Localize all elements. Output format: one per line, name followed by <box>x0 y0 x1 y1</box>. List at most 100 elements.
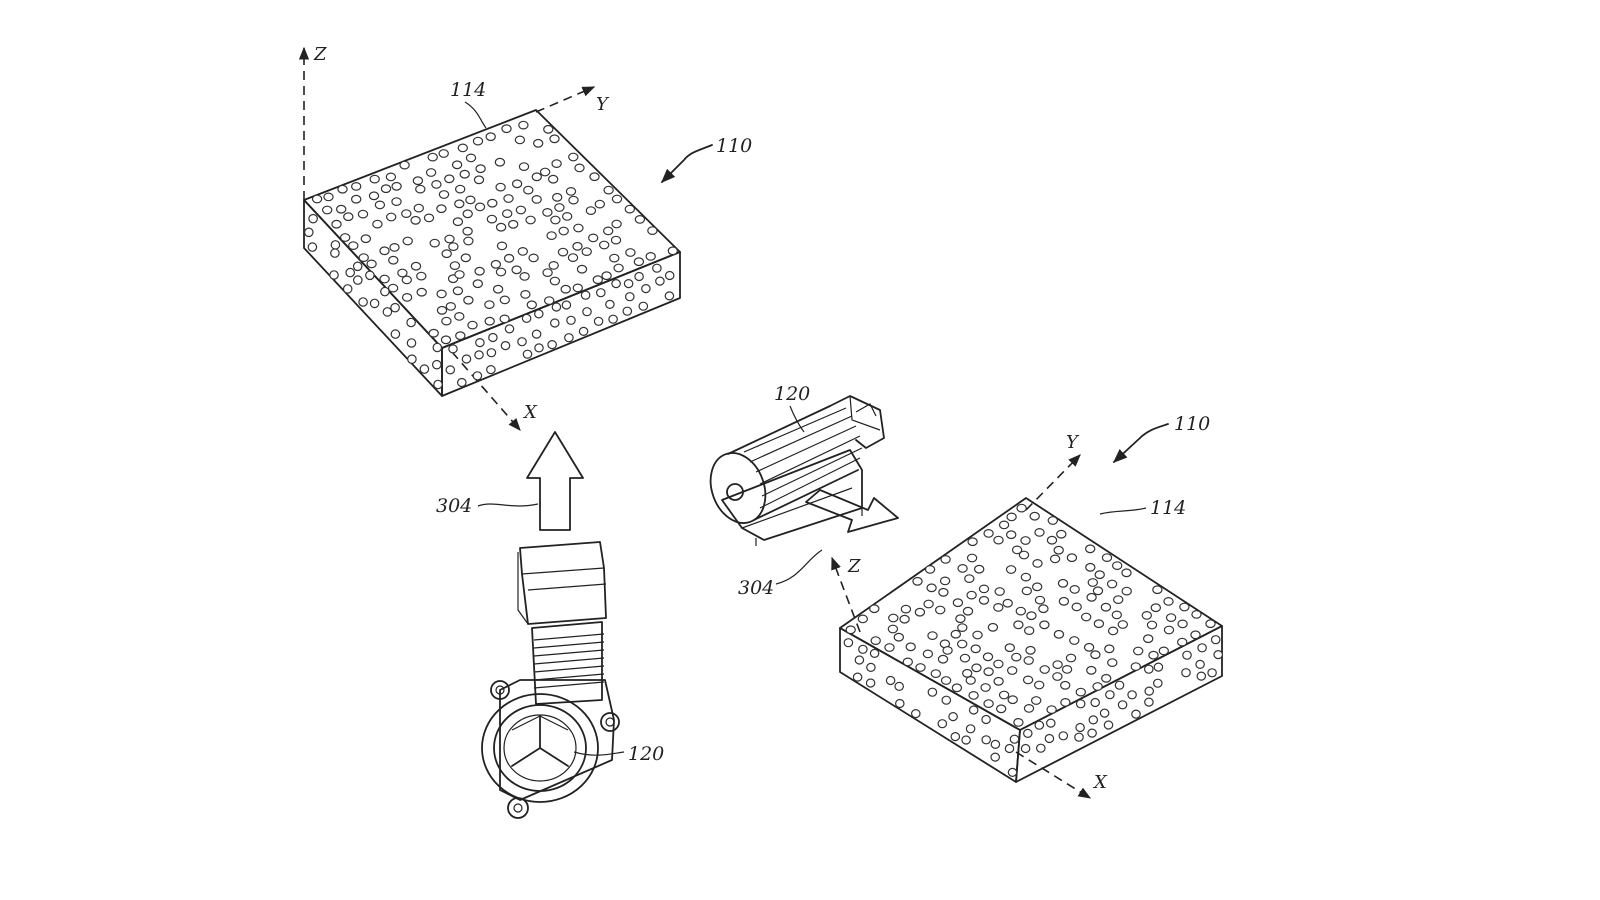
crossflow-fan: 120 304 <box>709 383 899 599</box>
mount-ear-right <box>600 712 620 732</box>
perforation-hole <box>351 194 362 204</box>
perforation-hole <box>1006 512 1017 522</box>
perforation-hole <box>539 167 551 177</box>
perforation-hole <box>1158 646 1170 656</box>
perforation-hole <box>343 212 354 222</box>
perforation-hole <box>1101 553 1113 562</box>
perforation-hole <box>937 654 949 664</box>
perforation-hole <box>351 181 362 191</box>
perforation-hole <box>974 564 985 574</box>
perforation-hole <box>1058 731 1069 741</box>
perforation-hole <box>1026 611 1037 621</box>
perforation-hole <box>331 219 342 229</box>
perforation-hole <box>1052 660 1063 669</box>
perforation-hole <box>599 240 610 250</box>
perforation-hole <box>1013 620 1024 630</box>
perforation-hole <box>858 644 868 654</box>
perforation-hole <box>603 226 614 236</box>
perforation-hole <box>950 629 962 639</box>
perforation-hole <box>1033 680 1045 690</box>
perforation-hole <box>486 348 497 358</box>
perforation-hole <box>521 313 532 323</box>
perforation-hole <box>1053 629 1065 639</box>
perforation-hole <box>499 314 510 324</box>
perforation-hole <box>486 365 496 375</box>
perforation-hole <box>996 704 1007 714</box>
perforation-hole <box>474 202 486 212</box>
perforation-hole <box>611 194 623 204</box>
perforation-hole <box>594 199 606 209</box>
perforation-hole <box>523 185 534 195</box>
perforation-hole <box>410 215 421 225</box>
perforation-hole <box>998 520 1010 530</box>
perforation-hole <box>546 231 557 241</box>
perforation-hole <box>438 190 450 199</box>
perforation-hole <box>568 152 579 162</box>
perforation-hole <box>330 248 340 258</box>
perforation-hole <box>534 343 544 353</box>
perforation-hole <box>484 316 495 326</box>
perforation-hole <box>1071 602 1082 612</box>
perforation-hole <box>574 163 585 173</box>
perforation-hole <box>589 172 600 182</box>
perforation-hole <box>386 212 397 222</box>
perforation-hole <box>1025 645 1036 655</box>
perforation-hole <box>337 184 348 194</box>
perforation-hole <box>843 638 854 648</box>
perforation-hole <box>554 203 565 212</box>
perforation-hole <box>1036 743 1046 753</box>
perforation-hole <box>641 284 651 294</box>
perforation-hole <box>525 215 536 225</box>
perforation-hole <box>358 253 369 263</box>
perforation-hole <box>1075 687 1087 697</box>
perforation-hole <box>467 320 478 330</box>
perforation-hole <box>894 681 904 692</box>
perforation-hole <box>664 270 675 281</box>
perforation-hole <box>964 574 975 583</box>
blower-inlet-ring <box>481 693 599 803</box>
perforation-hole <box>1205 619 1216 629</box>
perforation-hole <box>951 683 963 693</box>
perforation-hole <box>454 312 465 321</box>
perforation-hole <box>433 379 443 390</box>
perforation-hole <box>1039 665 1050 674</box>
perforation-hole <box>504 324 515 334</box>
perforation-hole <box>1153 678 1163 688</box>
perforation-hole <box>1142 634 1154 644</box>
perforation-hole <box>1087 578 1099 587</box>
perforation-hole <box>1111 561 1123 570</box>
perforation-hole <box>1111 610 1123 620</box>
perforation-hole <box>980 683 991 692</box>
perforation-hole <box>374 200 386 210</box>
leader-120-right <box>789 405 805 433</box>
perforation-hole <box>1127 690 1137 700</box>
blower-fan: 304 120 <box>436 431 664 819</box>
perforation-hole <box>885 675 896 686</box>
perforation-hole <box>311 194 323 204</box>
perforation-hole <box>391 197 402 207</box>
perforation-hole <box>1083 642 1095 652</box>
perforation-hole <box>1065 653 1077 663</box>
perforation-hole <box>548 261 559 270</box>
perforation-hole <box>444 234 455 244</box>
perforation-hole <box>1197 643 1207 653</box>
perforation-hole <box>495 222 507 232</box>
perforation-hole <box>588 233 599 243</box>
perforation-hole <box>893 632 905 642</box>
perforation-hole <box>511 179 523 189</box>
perforation-hole <box>1112 595 1124 604</box>
perforation-hole <box>508 219 519 229</box>
right-z-axis <box>831 556 861 633</box>
perforation-hole <box>474 350 484 360</box>
perforation-hole <box>981 714 991 725</box>
perforation-hole <box>937 719 948 729</box>
perforation-hole <box>503 194 514 203</box>
perforation-hole <box>397 268 408 278</box>
perforation-hole <box>625 248 636 257</box>
perforation-hole <box>1152 585 1163 595</box>
label-114-right: 114 <box>1150 497 1186 519</box>
perforation-hole <box>638 301 649 311</box>
perforation-hole <box>912 576 923 586</box>
perforation-hole <box>526 300 538 310</box>
perforation-hole <box>528 253 539 263</box>
